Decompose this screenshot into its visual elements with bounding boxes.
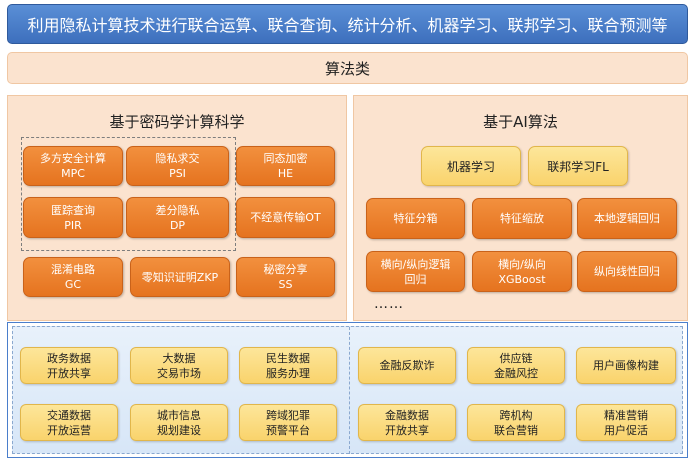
app-big-data-market: 大数据 交易市场	[130, 347, 228, 384]
app-cross-crime-warning: 跨域犯罪 预警平台	[239, 404, 337, 441]
ai-more-ellipsis: ……	[374, 296, 404, 312]
application-area: 政务数据 开放共享 大数据 交易市场 民生数据 服务办理 交通数据 开放运营 城…	[7, 322, 688, 458]
crypto-item-psi: 隐私求交 PSI	[126, 146, 229, 186]
app-precision-marketing: 精准营销 用户促活	[576, 404, 676, 441]
app-finance-data-sharing: 金融数据 开放共享	[358, 404, 456, 441]
app-city-planning: 城市信息 规划建设	[130, 404, 228, 441]
top-banner: 利用隐私计算技术进行联合运算、联合查询、统计分析、机器学习、联邦学习、联合预测等	[7, 4, 688, 44]
ai-item-vertical-linear-regression: 纵向线性回归	[577, 251, 677, 292]
ai-item-feature-binning: 特征分箱	[366, 198, 465, 239]
crypto-item-mpc: 多方安全计算 MPC	[23, 146, 123, 186]
ai-item-hv-logistic-regression: 横向/纵向逻辑 回归	[366, 251, 465, 292]
application-area-inner	[12, 326, 683, 454]
ai-item-hv-xgboost: 横向/纵向 XGBoost	[472, 251, 572, 292]
algorithm-category-bar: 算法类	[7, 52, 688, 84]
app-livelihood-services: 民生数据 服务办理	[239, 347, 337, 384]
ai-item-local-logistic-regression: 本地逻辑回归	[577, 198, 677, 239]
crypto-item-ss: 秘密分享 SS	[236, 257, 335, 297]
app-finance-anti-fraud: 金融反欺诈	[358, 347, 456, 384]
crypto-item-gc: 混淆电路 GC	[23, 257, 123, 297]
crypto-item-zkp: 零知识证明ZKP	[130, 257, 230, 297]
app-user-profiling: 用户画像构建	[576, 347, 676, 384]
crypto-item-dp: 差分隐私 DP	[126, 197, 229, 238]
app-gov-data-sharing: 政务数据 开放共享	[20, 347, 118, 384]
app-supply-chain-risk: 供应链 金融风控	[467, 347, 565, 384]
crypto-item-ot: 不经意传输OT	[236, 197, 335, 238]
crypto-dashed-group	[21, 137, 236, 251]
app-cross-org-marketing: 跨机构 联合营销	[467, 404, 565, 441]
app-traffic-data: 交通数据 开放运营	[20, 404, 118, 441]
ai-panel: 基于AI算法 机器学习 联邦学习FL 特征分箱 特征缩放 本地逻辑回归 横向/纵…	[353, 95, 688, 321]
ai-panel-title: 基于AI算法	[483, 113, 558, 131]
crypto-panel-title: 基于密码学计算科学	[109, 113, 245, 131]
crypto-item-he: 同态加密 HE	[236, 146, 335, 186]
application-divider	[349, 327, 350, 454]
ai-category-federated-learning: 联邦学习FL	[528, 146, 628, 186]
crypto-item-pir: 匿踪查询 PIR	[23, 197, 123, 238]
crypto-panel: 基于密码学计算科学 多方安全计算 MPC 隐私求交 PSI 同态加密 HE 匿踪…	[7, 95, 347, 321]
ai-category-machine-learning: 机器学习	[421, 146, 521, 186]
ai-item-feature-scaling: 特征缩放	[472, 198, 572, 239]
